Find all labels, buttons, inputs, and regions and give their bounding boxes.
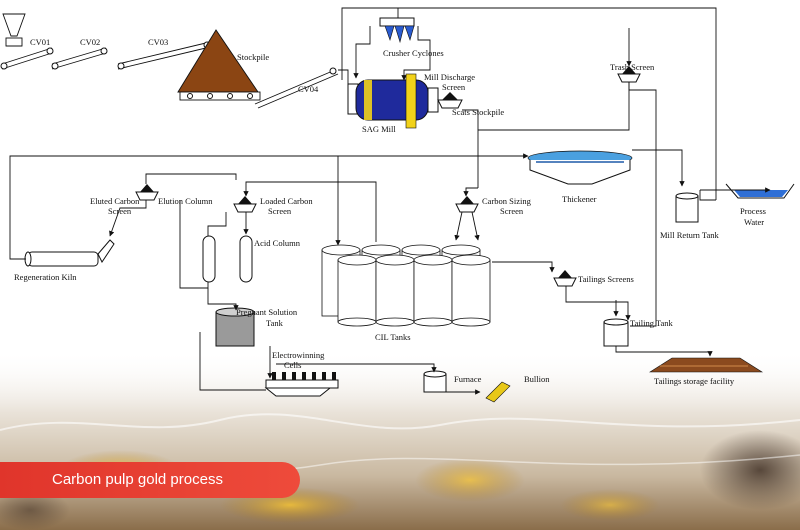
label-eluted-carbon-2: Screen bbox=[108, 206, 132, 216]
label-cv02: CV02 bbox=[80, 37, 100, 47]
acid-column bbox=[239, 235, 253, 283]
label-cil-tanks: CIL Tanks bbox=[375, 332, 411, 342]
label-trash-screen: Trash Screen bbox=[610, 62, 655, 72]
conveyor-cv01 bbox=[0, 47, 54, 70]
electrowinning-cells bbox=[264, 372, 339, 397]
carbon-sizing-screen bbox=[455, 196, 479, 213]
label-carbon-sizing-1: Carbon Sizing bbox=[482, 196, 532, 206]
label-pregnant-solution-2: Tank bbox=[266, 318, 284, 328]
label-cv04: CV04 bbox=[298, 84, 319, 94]
furnace bbox=[423, 370, 447, 393]
label-cv03: CV03 bbox=[148, 37, 168, 47]
trash-screen bbox=[617, 66, 641, 83]
label-tailings-storage: Tailings storage facility bbox=[654, 376, 735, 386]
label-crusher-cyclones: Crusher Cyclones bbox=[383, 48, 444, 58]
label-mill-return-tank: Mill Return Tank bbox=[660, 230, 719, 240]
feed-hopper bbox=[2, 13, 26, 47]
mill-return-tank bbox=[675, 192, 699, 223]
label-tailings-screens: Tailings Screens bbox=[578, 274, 634, 284]
sag-mill bbox=[347, 73, 439, 129]
label-electrowinning-2: Cells bbox=[284, 360, 301, 370]
label-acid-column: Acid Column bbox=[254, 238, 301, 248]
label-elution-column: Elution Column bbox=[158, 196, 213, 206]
label-process-water-1: Process bbox=[740, 206, 766, 216]
conveyor-cv02 bbox=[51, 47, 108, 70]
label-tailing-tank: Tailing Tank bbox=[630, 318, 674, 328]
label-loaded-carbon-1: Loaded Carbon bbox=[260, 196, 313, 206]
label-loaded-carbon-2: Screen bbox=[268, 206, 292, 216]
elution-column bbox=[202, 235, 216, 283]
label-process-water-2: Water bbox=[744, 217, 764, 227]
tailings-storage-facility bbox=[648, 357, 764, 373]
mill-discharge-screen bbox=[437, 92, 463, 109]
label-mill-discharge-1: Mill Discharge bbox=[424, 72, 475, 82]
label-carbon-sizing-2: Screen bbox=[500, 206, 524, 216]
label-pregnant-solution-1: Pregnant Solution bbox=[236, 307, 298, 317]
eluted-carbon-screen bbox=[135, 184, 159, 201]
process-water-pond bbox=[725, 183, 795, 199]
loaded-carbon-screen bbox=[233, 196, 257, 213]
stockpile bbox=[177, 29, 261, 101]
label-thickener: Thickener bbox=[562, 194, 597, 204]
thickener bbox=[527, 150, 633, 185]
label-furnace: Furnace bbox=[454, 374, 482, 384]
tailing-tank bbox=[603, 318, 629, 347]
flow-lines bbox=[9, 7, 771, 395]
process-title-banner: Carbon pulp gold process bbox=[0, 462, 300, 498]
conveyor-cv04 bbox=[254, 67, 339, 109]
tailings-screens bbox=[553, 270, 577, 287]
label-mill-discharge-2: Screen bbox=[442, 82, 466, 92]
label-eluted-carbon-1: Eluted Carbon bbox=[90, 196, 140, 206]
label-cv01: CV01 bbox=[30, 37, 50, 47]
label-regeneration-kiln: Regeneration Kiln bbox=[14, 272, 77, 282]
regeneration-kiln bbox=[24, 239, 115, 267]
label-stockpile: Stockpile bbox=[237, 52, 269, 62]
label-electrowinning-1: Electrowinning bbox=[272, 350, 325, 360]
bullion bbox=[485, 381, 511, 403]
cil-tanks bbox=[321, 244, 491, 327]
label-sag-mill: SAG Mill bbox=[362, 124, 396, 134]
process-water bbox=[734, 190, 788, 197]
label-bullion: Bullion bbox=[524, 374, 550, 384]
crusher-cyclones bbox=[379, 17, 415, 44]
